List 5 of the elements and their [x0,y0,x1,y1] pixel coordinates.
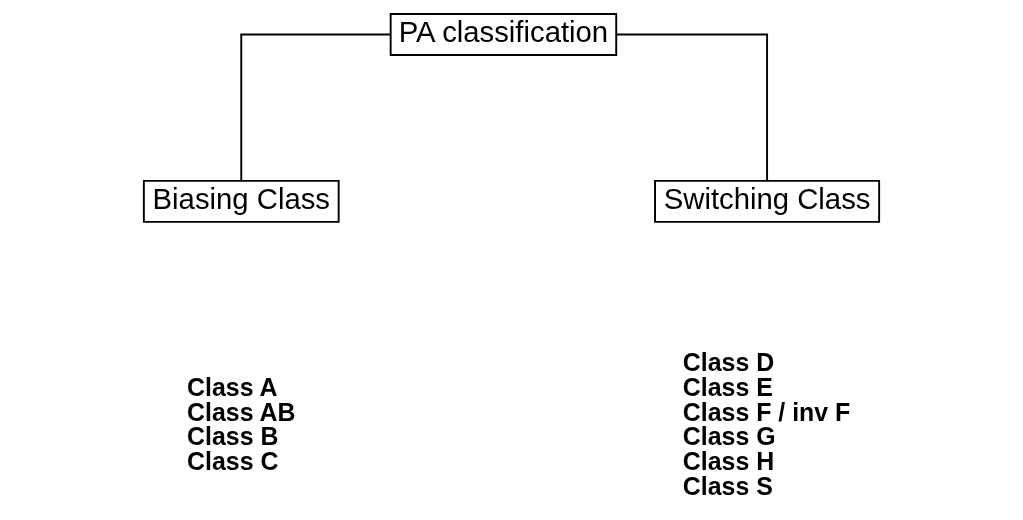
node-box: PA classification [389,13,618,56]
connector [615,33,769,182]
node-box: Biasing Class [142,179,340,223]
connector [240,33,392,182]
node-box: Switching Class [654,179,881,223]
